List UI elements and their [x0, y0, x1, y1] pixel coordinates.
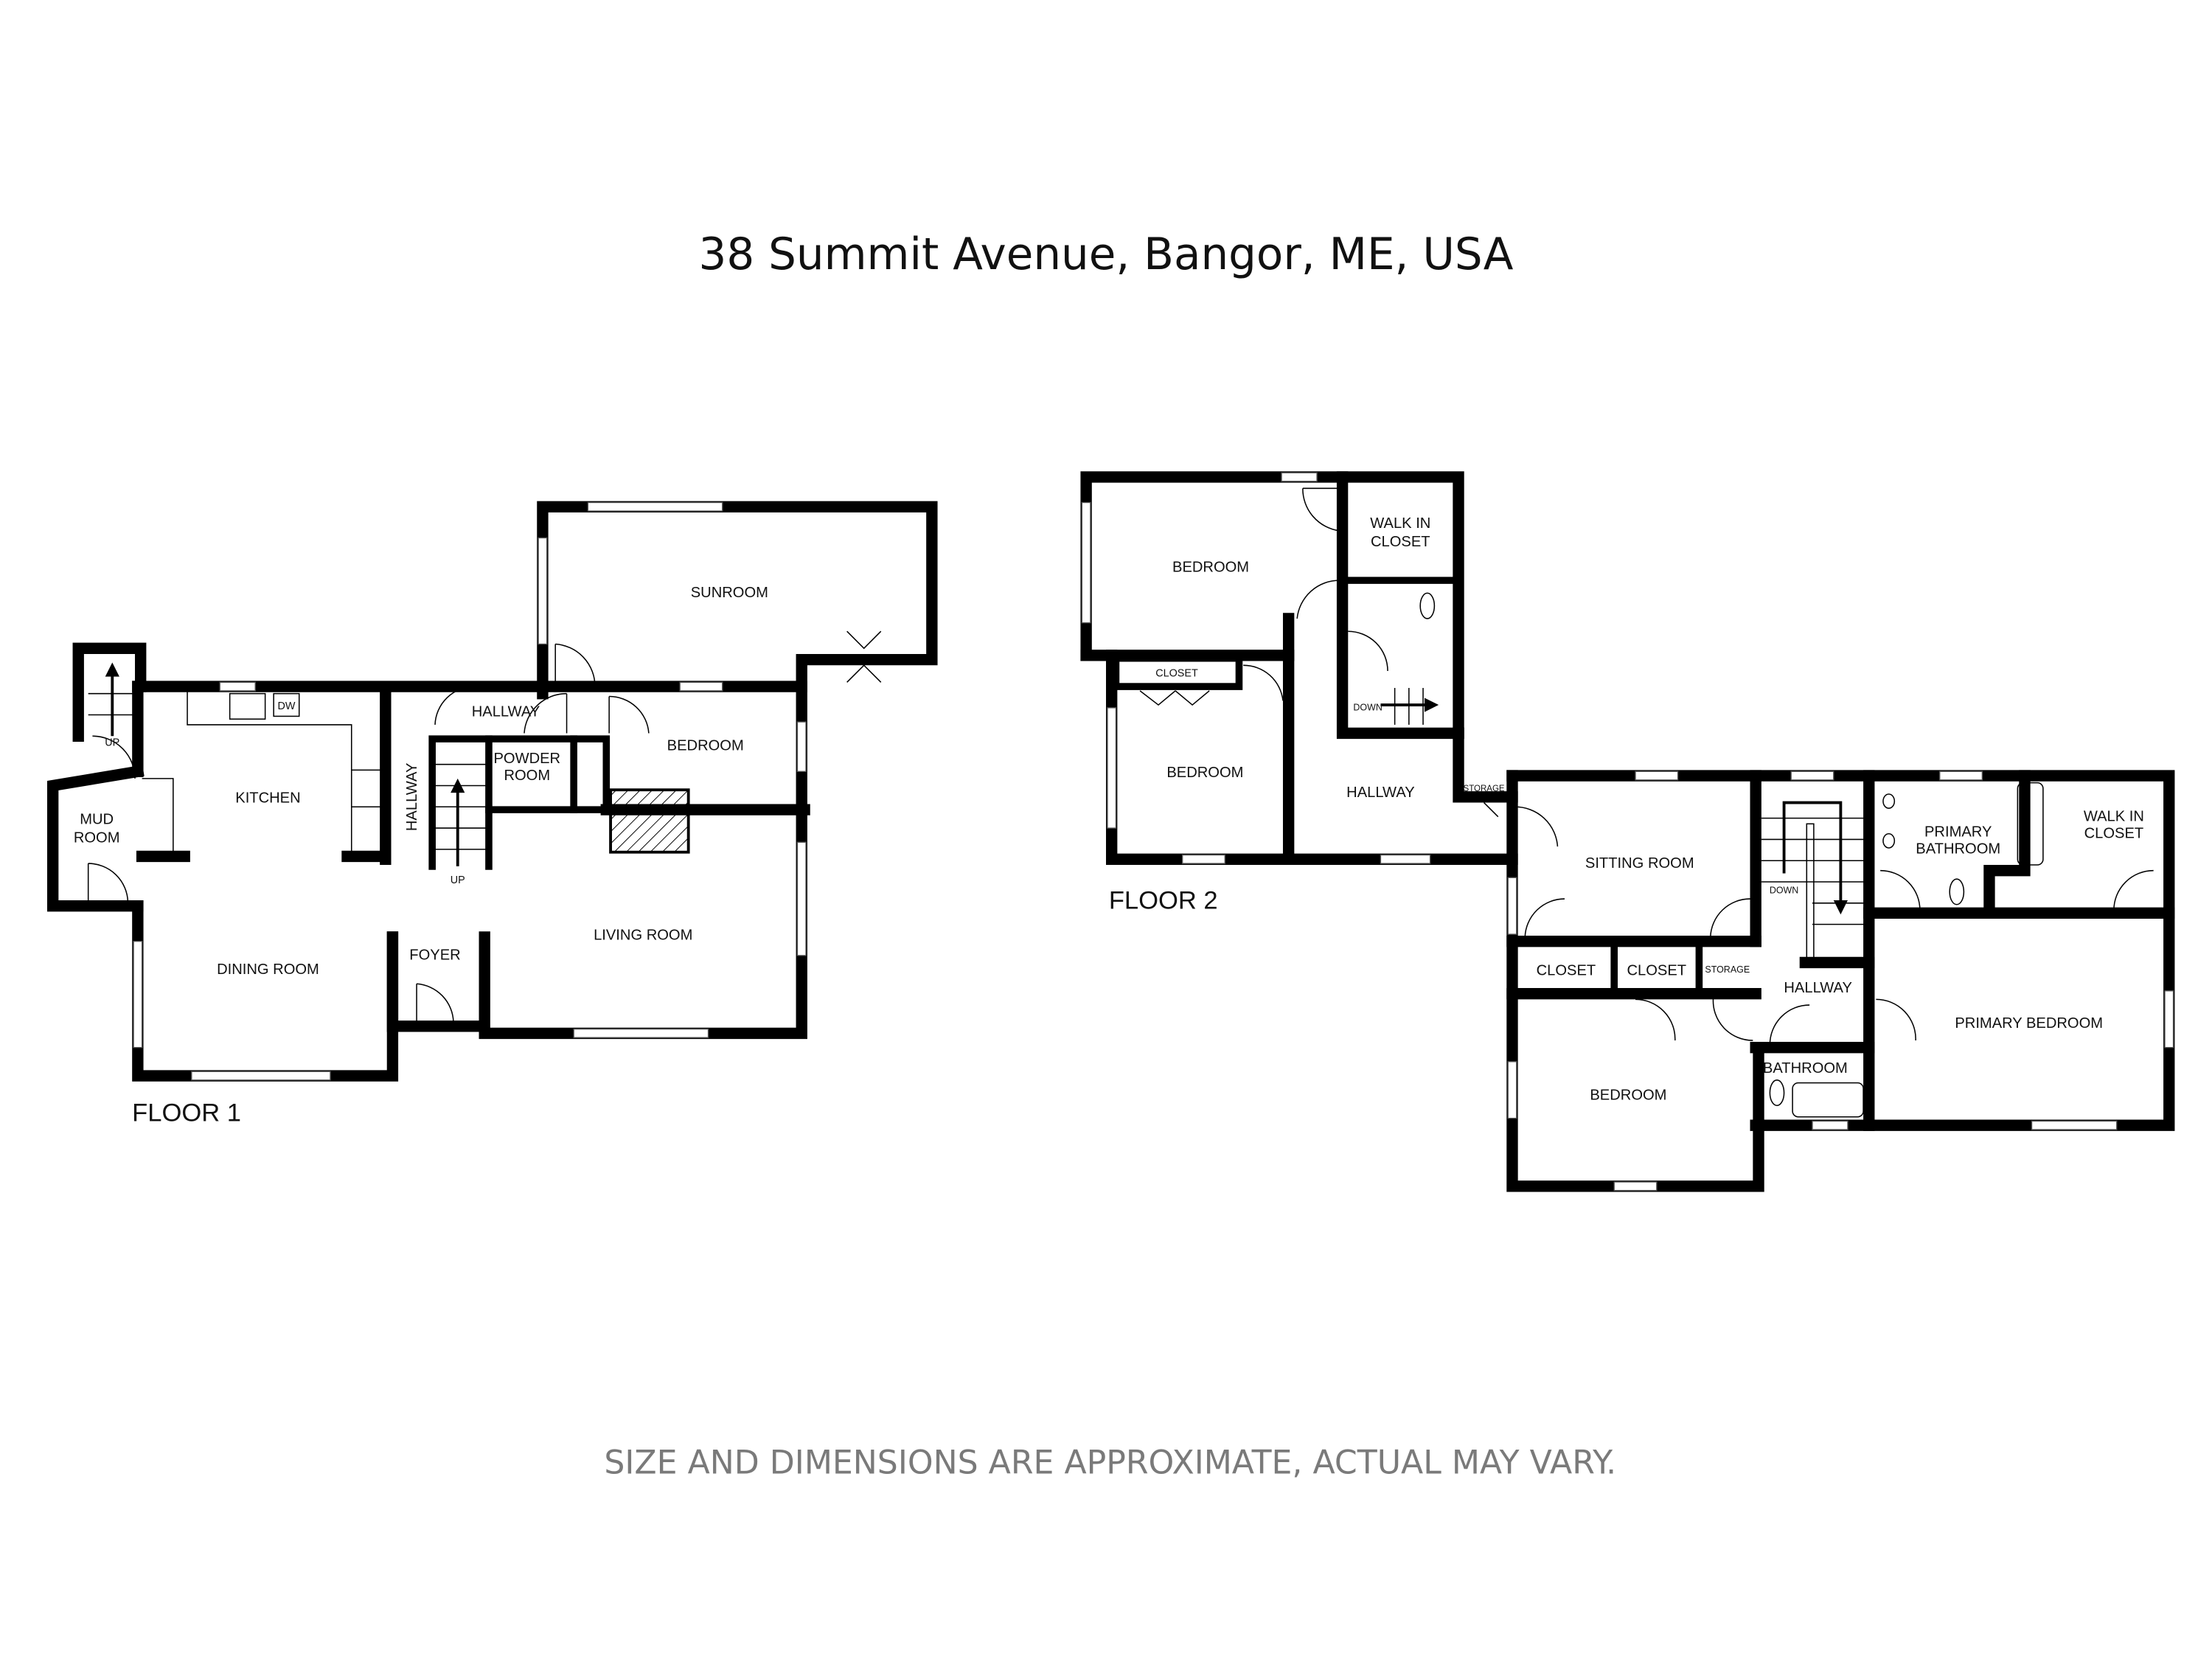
- stairs-arrow-icon: [1782, 801, 1843, 906]
- stairs-up-label: UP: [451, 874, 465, 886]
- floor1-walls: [46, 501, 938, 1082]
- room-label-bedroom-bottom: BEDROOM: [1590, 1088, 1666, 1104]
- bathtub-icon: [1419, 592, 2044, 1118]
- room-label-hallway: HALLWAY: [472, 703, 540, 720]
- room-label-bedroom-left: BEDROOM: [1166, 765, 1243, 781]
- room-label-hallway-left: HALLWAY: [1346, 785, 1415, 801]
- floor1-labels: SUNROOM HALLWAY HALLWAY BEDROOM KITCHEN …: [74, 585, 768, 1127]
- room-label-sunroom: SUNROOM: [691, 585, 768, 601]
- room-label-bathroom: BATHROOM: [1763, 1060, 1848, 1077]
- floor2-walls: [1080, 471, 2175, 1192]
- stairs-up-label-2: UP: [105, 737, 119, 749]
- stairs-down-label: DOWN: [1770, 885, 1798, 895]
- room-label-bedroom: BEDROOM: [667, 737, 744, 754]
- floor1-label: FLOOR 1: [132, 1099, 241, 1127]
- room-label-closet-a: CLOSET: [1537, 963, 1596, 979]
- room-label-hallway-vertical: HALLWAY: [404, 763, 420, 832]
- room-label-foyer: FOYER: [409, 947, 460, 964]
- room-label-sitting-room: SITTING ROOM: [1585, 855, 1694, 872]
- floor2-label: FLOOR 2: [1109, 887, 1218, 915]
- room-label-primary-bathroom: PRIMARY: [1924, 824, 1992, 841]
- door-icon: [1139, 487, 2154, 1045]
- room-label-dining-room: DINING ROOM: [217, 961, 319, 978]
- room-label-storage-right: STORAGE: [1705, 964, 1750, 975]
- room-label-hallway-right: HALLWAY: [1784, 980, 1852, 996]
- stairs-down-label-2: DOWN: [1353, 703, 1382, 713]
- room-label-closet-b: CLOSET: [1627, 963, 1687, 979]
- room-label-kitchen: KITCHEN: [235, 790, 300, 807]
- floor2-labels: BEDROOM WALK IN CLOSET CLOSET BEDROOM HA…: [1109, 515, 2144, 1104]
- dishwasher-label: DW: [277, 700, 295, 712]
- room-label-closet-top: CLOSET: [1155, 668, 1198, 680]
- room-label-walk-in-closet-2: CLOSET: [1371, 534, 1430, 550]
- room-label-primary-walk-in: WALK IN: [2084, 808, 2144, 824]
- disclaimer: SIZE AND DIMENSIONS ARE APPROXIMATE, ACT…: [604, 1444, 1616, 1482]
- room-label-powder-room: POWDER: [493, 751, 560, 767]
- room-label-primary-bathroom-2: BATHROOM: [1916, 841, 2000, 858]
- room-label-walk-in-closet: WALK IN: [1370, 515, 1430, 532]
- property-title: 38 Summit Avenue, Bangor, ME, USA: [698, 229, 1513, 280]
- room-label-powder-room-2: ROOM: [504, 768, 550, 784]
- room-label-living-room: LIVING ROOM: [594, 928, 692, 944]
- room-label-storage-left: STORAGE: [1464, 785, 1505, 793]
- room-label-mud-room-2: ROOM: [74, 830, 120, 846]
- room-label-bedroom-top: BEDROOM: [1172, 560, 1249, 576]
- room-label-primary-bedroom: PRIMARY BEDROOM: [1955, 1015, 2103, 1032]
- room-label-mud-room: MUD: [80, 811, 114, 827]
- room-label-primary-walk-in-2: CLOSET: [2084, 826, 2144, 842]
- door-icon: [87, 630, 882, 1023]
